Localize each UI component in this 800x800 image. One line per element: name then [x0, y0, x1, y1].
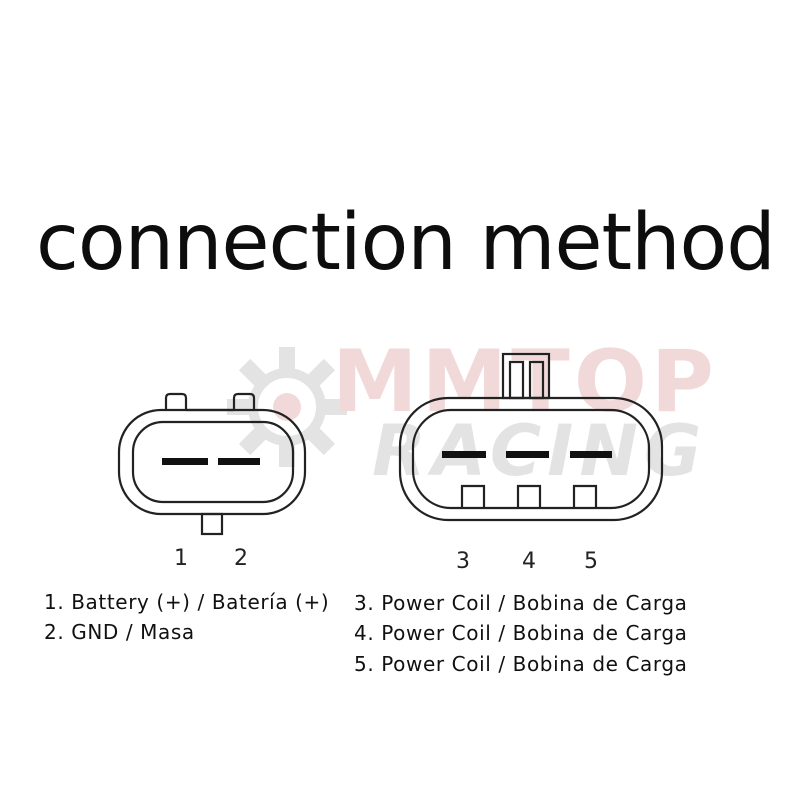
pin-1-terminal: [162, 458, 208, 465]
pin-5-terminal: [570, 451, 612, 458]
legend-item-4: 4. Power Coil / Bobina de Carga: [354, 621, 688, 645]
pin-number-5: 5: [584, 549, 598, 574]
pin-2-terminal: [218, 458, 260, 465]
right-connector: [398, 352, 664, 522]
pin-number-2: 2: [234, 546, 248, 571]
legend-item-1: 1. Battery (+) / Batería (+): [44, 590, 330, 614]
pin-4-terminal: [506, 451, 549, 458]
pin-number-1: 1: [174, 546, 188, 571]
legend-item-5: 5. Power Coil / Bobina de Carga: [354, 652, 688, 676]
left-connector: [117, 392, 307, 536]
page-title: connection method: [36, 198, 776, 288]
pin-3-terminal: [442, 451, 486, 458]
legend-item-3: 3. Power Coil / Bobina de Carga: [354, 591, 688, 615]
legend-item-2: 2. GND / Masa: [44, 620, 195, 644]
pin-number-4: 4: [522, 549, 536, 574]
pin-number-3: 3: [456, 549, 470, 574]
